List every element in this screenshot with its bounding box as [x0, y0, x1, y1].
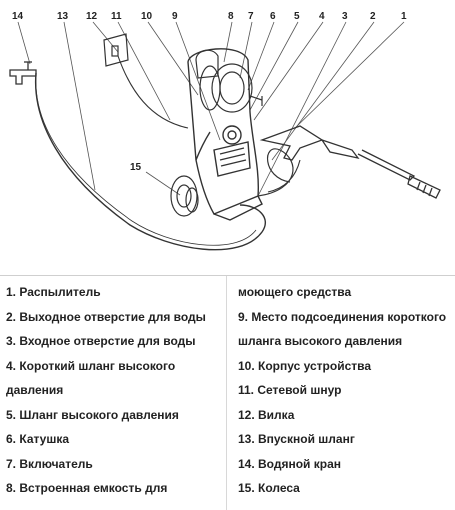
pressure-washer-diagram: 14 13 12 11 10 9 8 7 6 5 4 3 2 1 15	[9, 11, 441, 251]
callout-1: 1	[401, 11, 407, 22]
callout-15: 15	[130, 162, 142, 173]
legend-item: 4. Короткий шланг высокого	[6, 358, 176, 373]
hose-reel	[199, 63, 263, 113]
detergent-tank	[195, 49, 219, 79]
callout-12: 12	[86, 11, 98, 22]
wall-socket	[103, 33, 129, 67]
callout-4: 4	[319, 11, 325, 22]
legend-item: 9. Место подсоединения короткого	[238, 309, 447, 324]
legend-item: 11. Сетевой шнур	[238, 383, 342, 397]
leader-lines	[17, 21, 405, 197]
callout-numbers: 14 13 12 11 10 9 8 7 6 5 4 3 2 1 15	[12, 11, 407, 173]
callout-11: 11	[111, 11, 122, 22]
washer-body	[187, 48, 263, 221]
callout-10: 10	[141, 11, 153, 22]
water-tap	[9, 61, 37, 85]
callout-2: 2	[370, 11, 376, 22]
legend-item: 7. Включатель	[6, 456, 93, 471]
legend-item: 5. Шланг высокого давления	[6, 407, 179, 422]
legend-right-column: моющего средства 9. Место подсоединения …	[238, 280, 452, 501]
callout-5: 5	[294, 11, 300, 22]
inlet-hose	[34, 72, 267, 251]
legend-left-column: 1. Распылитель 2. Выходное отверстие для…	[6, 280, 224, 501]
power-cord	[117, 55, 189, 129]
top-divider	[0, 275, 455, 276]
callout-14: 14	[12, 11, 24, 22]
spray-gun	[259, 125, 441, 199]
column-divider	[226, 276, 227, 510]
callout-3: 3	[342, 11, 348, 22]
legend-item: 14. Водяной кран	[238, 456, 342, 471]
legend-item: 3. Входное отверстие для воды	[6, 334, 196, 348]
wheel	[170, 175, 199, 217]
legend-item: давления	[6, 383, 64, 397]
callout-13: 13	[57, 11, 69, 22]
legend-item: 10. Корпус устройства	[238, 358, 372, 373]
legend-item: 1. Распылитель	[6, 285, 101, 299]
legend-item: 2. Выходное отверстие для воды	[6, 309, 206, 324]
legend-item: 8. Встроенная емкость для	[6, 481, 168, 495]
high-pressure-hose	[257, 148, 294, 197]
legend-item: шланга высокого давления	[238, 334, 403, 348]
legend-item: моющего средства	[238, 285, 352, 299]
legend-item: 13. Впускной шланг	[238, 432, 355, 446]
callout-8: 8	[228, 11, 234, 22]
legend-item: 15. Колеса	[238, 481, 300, 495]
callout-9: 9	[172, 11, 178, 22]
callout-6: 6	[270, 11, 276, 22]
callout-7: 7	[248, 11, 254, 22]
legend-item: 6. Катушка	[6, 432, 70, 446]
legend-item: 12. Вилка	[238, 407, 295, 422]
